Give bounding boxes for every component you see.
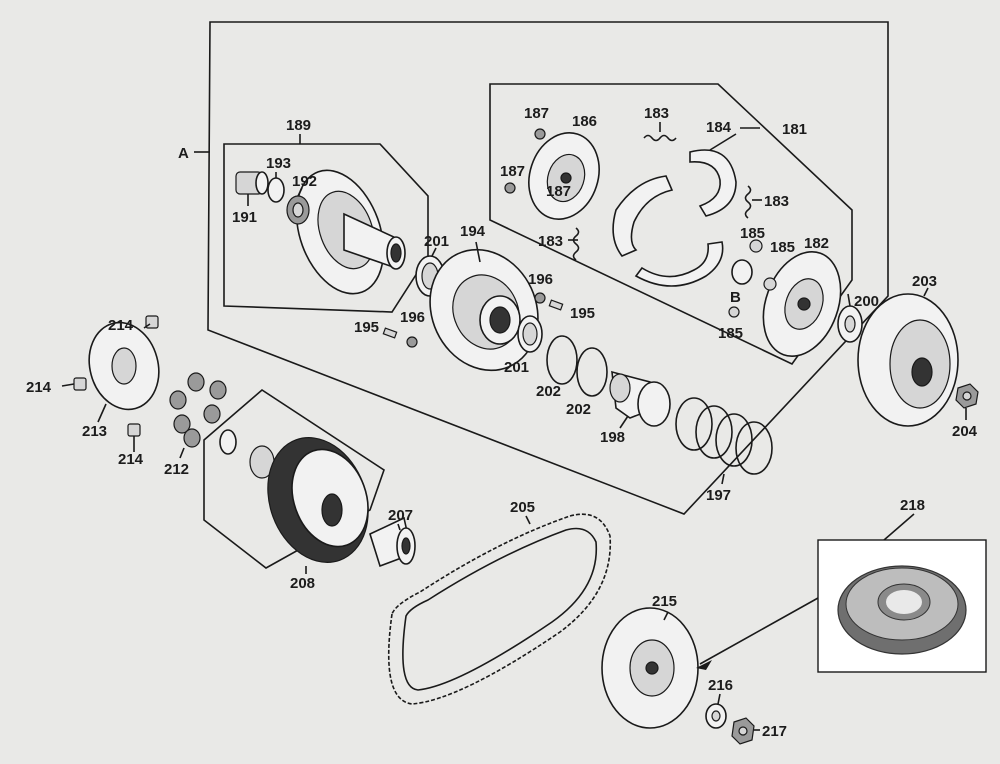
ring-202-left	[546, 335, 578, 385]
label-183-right: 183	[764, 193, 789, 210]
nut-187-top	[534, 128, 546, 140]
label-218: 218	[900, 497, 925, 514]
pin-196-left	[406, 336, 418, 348]
label-214-top: 214	[108, 317, 134, 334]
ring-202-right	[576, 347, 608, 397]
label-213: 213	[82, 423, 107, 440]
leader-lines	[61, 122, 967, 731]
label-182: 182	[804, 235, 829, 252]
movable-drive-face-208	[267, 437, 369, 563]
label-200: 200	[854, 293, 879, 310]
assembly-208-outline	[203, 389, 385, 569]
label-196-left: 196	[400, 309, 425, 326]
spring-seat-198	[609, 370, 671, 427]
washer-200-hole	[844, 315, 856, 333]
label-187-top: 187	[524, 105, 549, 122]
label-205: 205	[510, 499, 535, 516]
label-196-right: 196	[528, 271, 553, 288]
label-183-left: 183	[538, 233, 563, 250]
washer-185-c	[728, 306, 740, 318]
washer-208	[219, 429, 237, 455]
label-185-b: 185	[770, 239, 795, 256]
seal-193	[267, 177, 285, 203]
label-187-center: 187	[546, 183, 571, 200]
label-212: 212	[164, 461, 189, 478]
nut-204	[955, 383, 979, 409]
nut-187-left	[504, 182, 516, 194]
label-191: 191	[232, 209, 257, 226]
label-189: 189	[286, 117, 311, 134]
one-way-clutch-photo-218	[837, 565, 967, 655]
label-mark-b: B	[730, 289, 741, 306]
spring-183-right	[744, 185, 752, 219]
label-201-lower: 201	[504, 359, 529, 376]
rollers-212	[169, 372, 227, 448]
label-201-upper: 201	[424, 233, 449, 250]
label-185-c: 185	[718, 325, 743, 342]
label-202-left: 202	[536, 383, 561, 400]
label-195-right: 195	[570, 305, 595, 322]
label-195-left: 195	[354, 319, 379, 336]
label-217: 217	[762, 723, 787, 740]
label-187-left: 187	[500, 163, 525, 180]
label-194: 194	[460, 223, 486, 240]
label-185-a: 185	[740, 225, 765, 242]
collar-207	[369, 516, 416, 568]
assembly-181-outline	[489, 83, 853, 366]
label-214-left: 214	[26, 379, 52, 396]
spring-183-top	[643, 134, 677, 142]
nut-217	[731, 717, 755, 745]
washer-216-hole	[711, 710, 721, 722]
label-181: 181	[782, 121, 807, 138]
clutch-shoe-184	[689, 149, 737, 217]
slider-214-bottom	[127, 423, 141, 437]
clutch-shoe-left	[612, 175, 674, 257]
drive-belt-205	[387, 513, 612, 705]
assembly-a-outline	[207, 21, 889, 515]
clutch-housing-203	[857, 293, 959, 427]
clutch-carrier-182	[762, 250, 842, 358]
label-216: 216	[708, 677, 733, 694]
ring-201-lower-inner	[522, 322, 538, 346]
arrow-218	[696, 660, 712, 670]
plate-185	[731, 259, 753, 285]
clutch-shoe-lower	[634, 241, 724, 287]
clutch-plate-186	[528, 132, 600, 220]
label-207: 207	[388, 507, 413, 524]
slider-214-left	[73, 377, 87, 391]
driven-pulley-189	[295, 169, 406, 295]
bearing-192	[286, 195, 310, 225]
needle-bearing-191	[235, 171, 269, 195]
movable-face-194	[429, 248, 539, 372]
label-184: 184	[706, 119, 732, 136]
drive-face-fan-215	[601, 607, 699, 729]
label-183-top: 183	[644, 105, 669, 122]
pin-195-left	[382, 327, 398, 339]
washer-185-a	[749, 239, 763, 253]
label-203: 203	[912, 273, 937, 290]
label-215: 215	[652, 593, 677, 610]
spring-183-left	[572, 227, 580, 261]
label-186: 186	[572, 113, 597, 130]
spring-197	[675, 397, 773, 475]
pin-195-right	[548, 299, 564, 311]
label-208: 208	[290, 575, 315, 592]
label-204: 204	[952, 423, 978, 440]
label-214-bottom: 214	[118, 451, 144, 468]
pin-196-right	[534, 292, 546, 304]
label-197: 197	[706, 487, 731, 504]
washer-185-b	[763, 277, 777, 291]
label-198: 198	[600, 429, 625, 446]
label-202-right: 202	[566, 401, 591, 418]
label-193: 193	[266, 155, 291, 172]
part-number-labels: A 189 193 192 191 201 194 187 186 183 18…	[26, 105, 978, 740]
label-group-a: A	[178, 145, 189, 162]
ramp-plate-213	[88, 321, 160, 411]
label-192: 192	[292, 173, 317, 190]
leader-218	[699, 597, 819, 665]
